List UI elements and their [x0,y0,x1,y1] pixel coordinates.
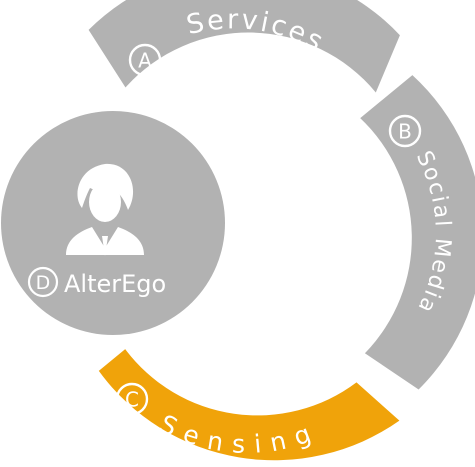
segment-social-media[interactable]: B Social Media [360,75,475,390]
segment-sensing-letter: C [125,388,139,412]
segment-services[interactable]: A Services [88,0,400,93]
alterego-node[interactable]: D AlterEgo [1,111,225,335]
segment-services-letter: A [138,49,152,73]
segment-sensing[interactable]: C Sensing [98,349,400,461]
alterego-label: AlterEgo [64,270,166,298]
alterego-circle [1,111,225,335]
segment-services-arc [88,0,400,93]
segment-sensing-letter-circle [115,382,149,416]
segment-social-media-letter-circle [388,114,422,148]
segment-social-media-letter: B [398,120,412,144]
alterego-letter: D [36,272,51,294]
segment-sensing-arc [98,349,400,461]
segment-services-letter-circle [128,43,162,77]
person-icon [66,163,144,256]
segment-social-media-arc [360,75,475,390]
alterego-letter-circle [27,266,59,298]
